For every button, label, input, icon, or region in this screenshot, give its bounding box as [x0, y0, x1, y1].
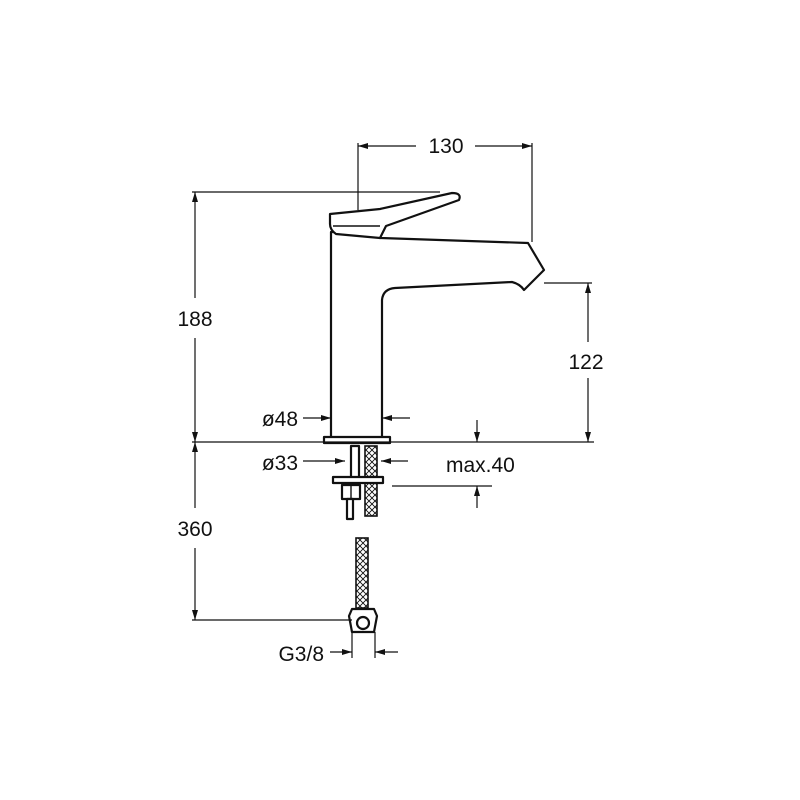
arrow-head — [335, 458, 345, 464]
dim-spout-height: 122 — [544, 282, 604, 442]
arrow-head — [474, 432, 480, 442]
hose-connector-bore — [355, 615, 371, 631]
arrow-head — [192, 610, 198, 620]
arrow-head — [375, 649, 385, 655]
connection-label: G3/8 — [278, 643, 324, 666]
max-thickness-label: max.40 — [446, 454, 515, 477]
hole-diameter-label: ø33 — [262, 452, 298, 475]
body-diameter-label: ø48 — [262, 408, 298, 431]
arrow-head — [358, 143, 368, 149]
faucet-base-ring — [322, 435, 392, 445]
mounting-assembly — [331, 444, 385, 634]
arrow-head — [321, 415, 331, 421]
mounting-plate — [331, 475, 385, 485]
arrow-head — [474, 486, 480, 496]
hose-length-label: 360 — [177, 518, 212, 541]
arrow-head — [192, 192, 198, 202]
arrow-head — [192, 442, 198, 452]
dim-hose-length: 360 — [177, 442, 352, 621]
spout-height-label: 122 — [568, 351, 603, 374]
total-height-label: 188 — [177, 308, 212, 331]
threaded-rod-lower — [345, 497, 355, 521]
projection-label: 130 — [428, 135, 463, 158]
arrow-head — [381, 458, 391, 464]
dim-total-height: 188 — [177, 191, 440, 442]
arrow-head — [342, 649, 352, 655]
faucet-handle-lever — [328, 191, 461, 240]
faucet-body — [322, 191, 546, 445]
arrow-head — [522, 143, 532, 149]
dim-body-diameter: ø48 — [262, 408, 410, 431]
dim-connection: G3/8 — [278, 632, 398, 666]
arrow-head — [585, 432, 591, 442]
faucet-spout-outline — [329, 230, 546, 440]
dim-max-thickness: max.40 — [392, 420, 515, 508]
dim-projection: 130 — [357, 135, 533, 242]
dim-hole-diameter: ø33 — [262, 452, 408, 475]
arrow-head — [382, 415, 392, 421]
arrow-head — [585, 283, 591, 293]
threaded-rod-upper — [349, 444, 361, 480]
arrow-head — [192, 432, 198, 442]
hose-lower — [355, 537, 369, 609]
